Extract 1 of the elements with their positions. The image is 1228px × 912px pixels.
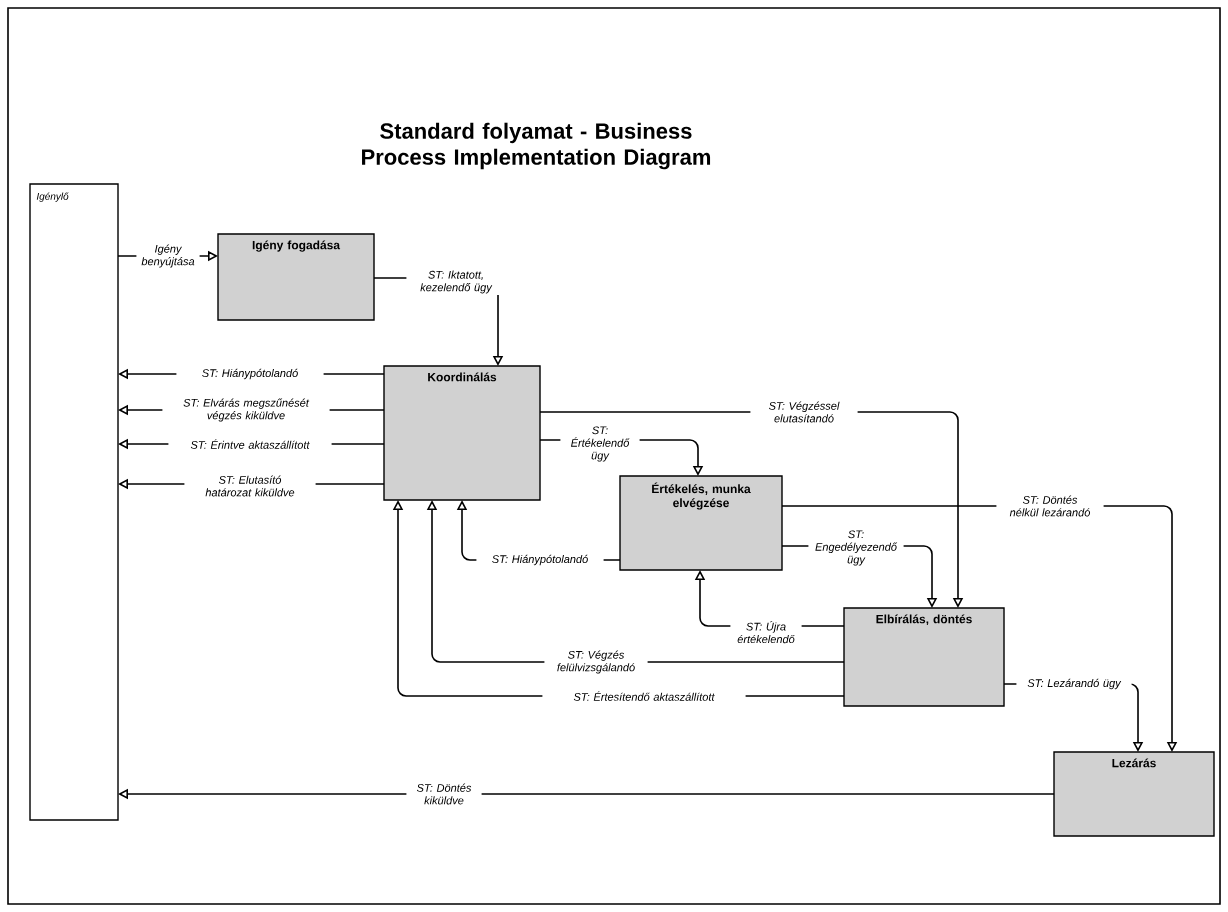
title: Standard folyamat - Business Process Implementation Diagram (362, 122, 711, 170)
